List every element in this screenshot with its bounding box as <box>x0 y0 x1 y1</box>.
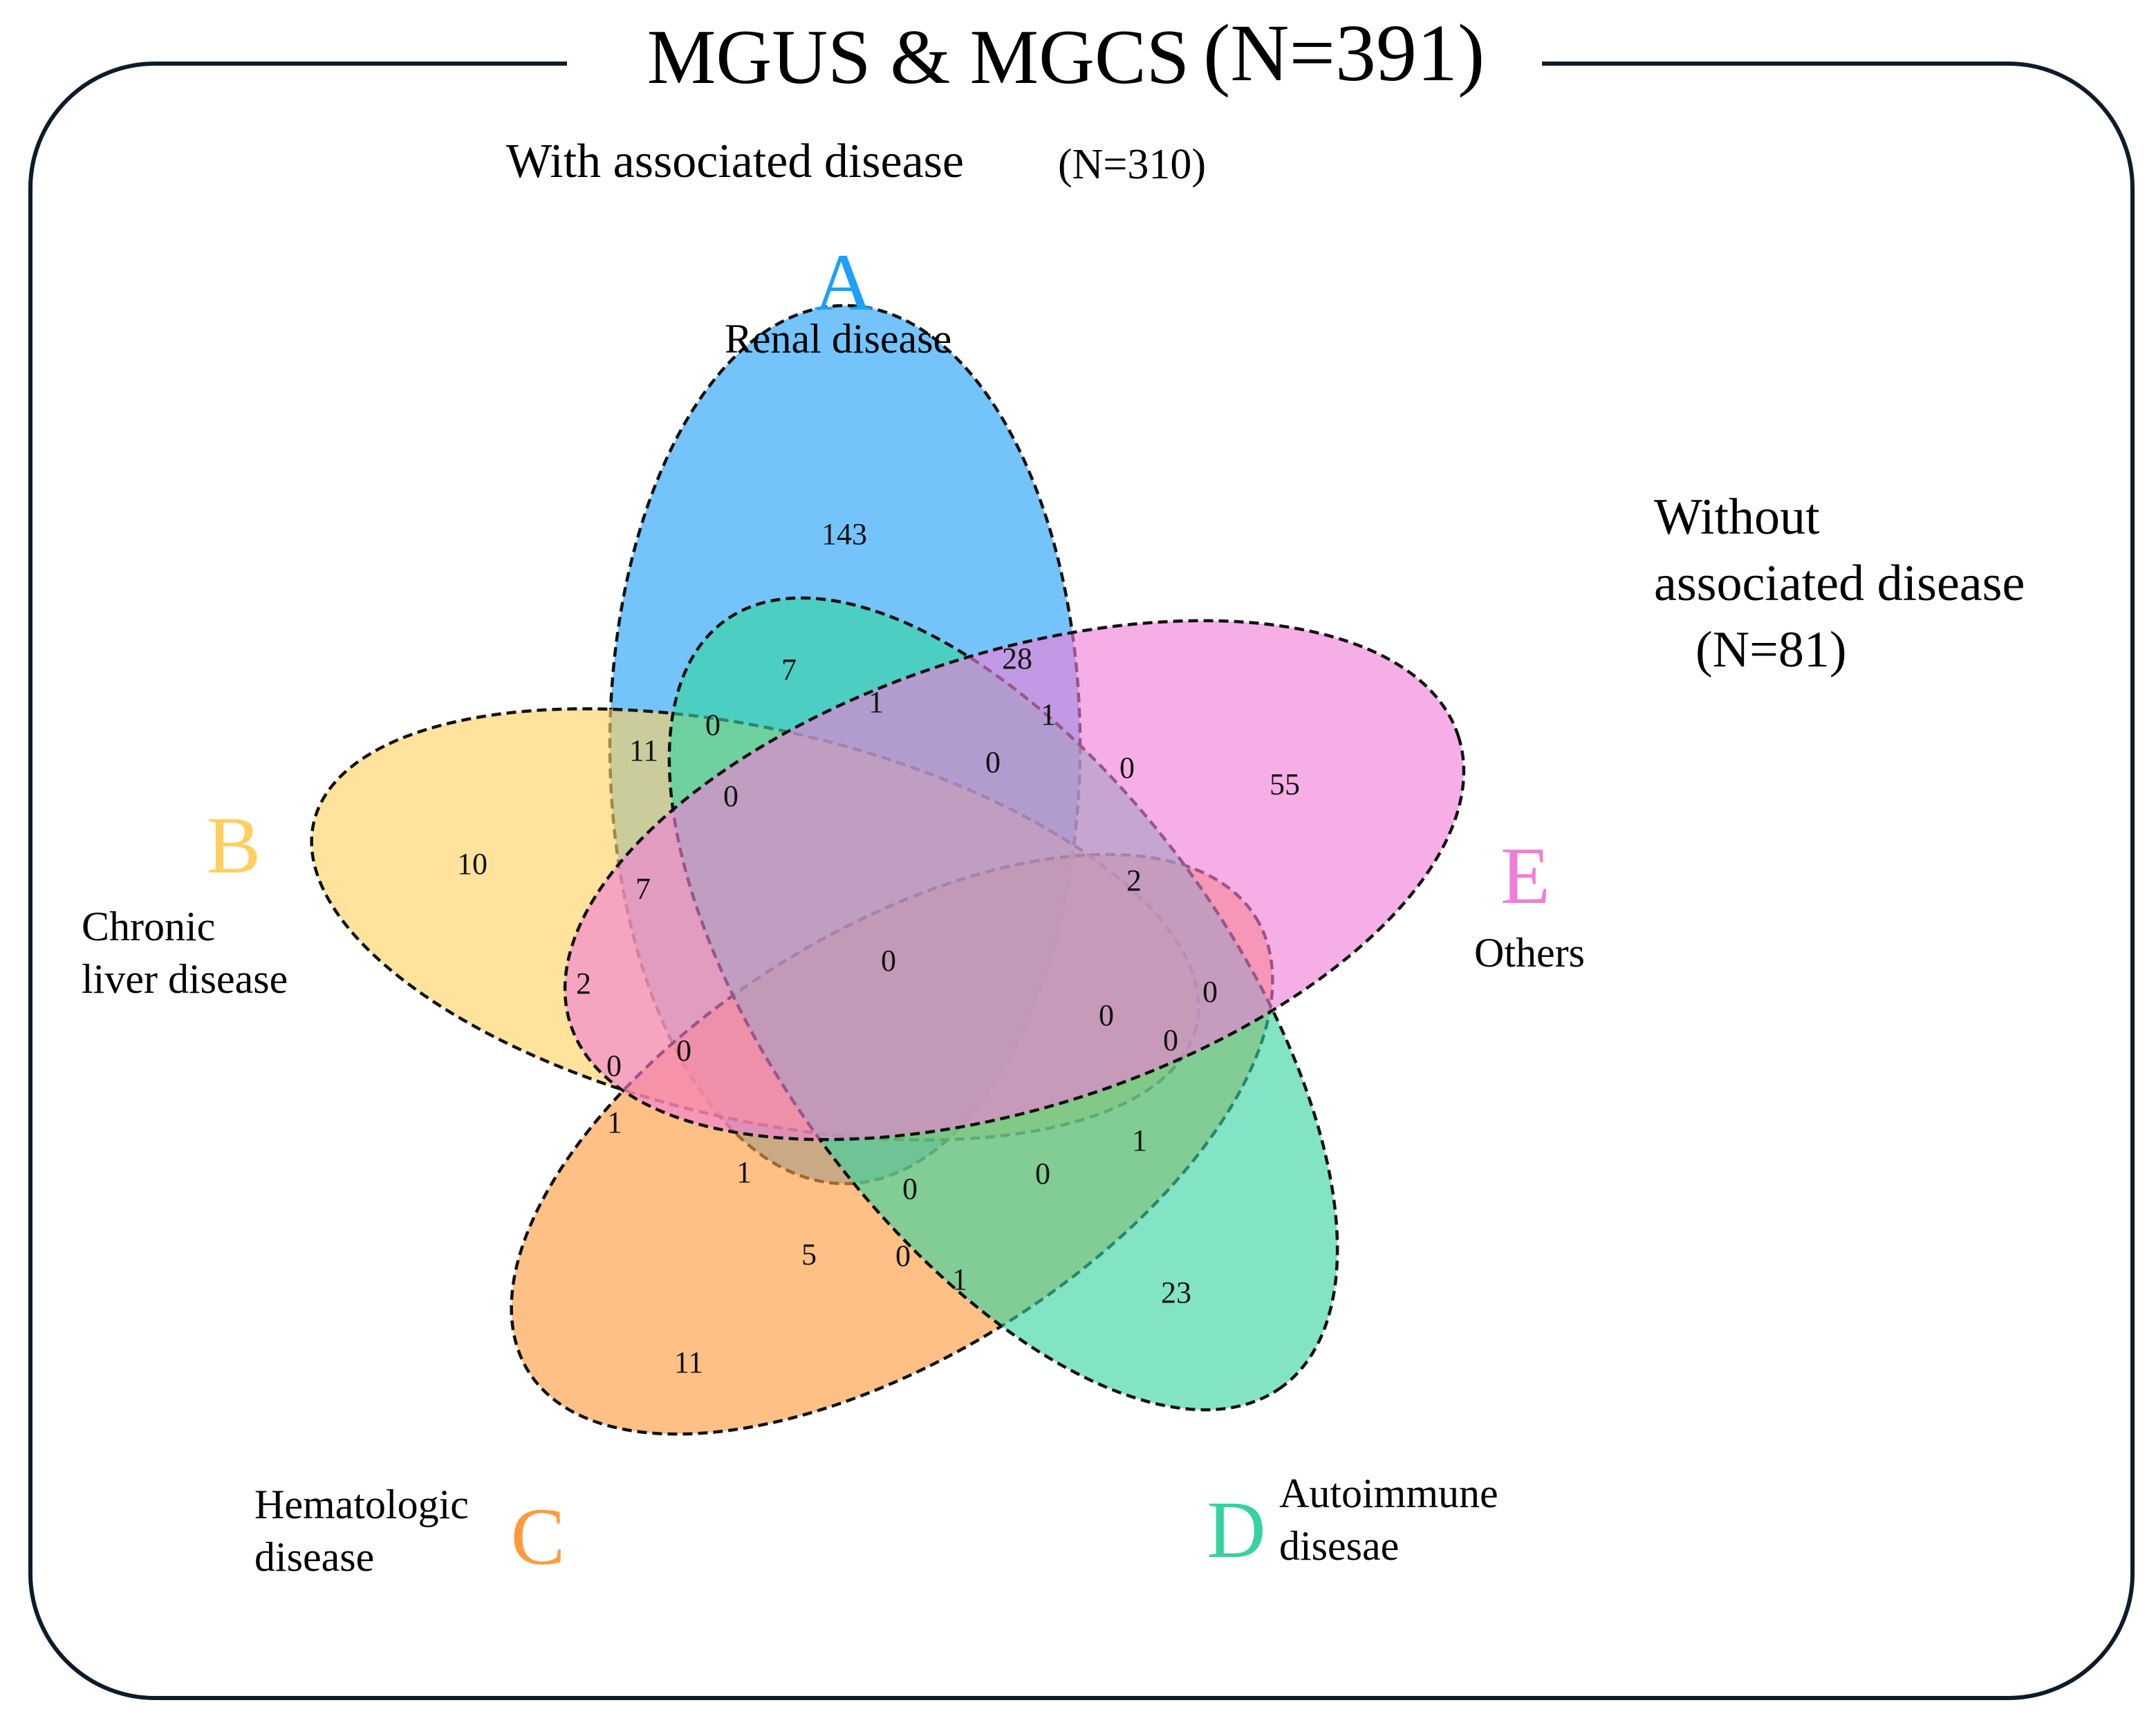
count-ae: 28 <box>1002 642 1032 675</box>
count-a-only: 143 <box>821 517 867 551</box>
set-b-name-line2: liver disease <box>82 956 288 1002</box>
title-gap <box>567 48 1542 83</box>
without-group-line3: (N=81) <box>1695 622 1846 678</box>
count-c-only: 11 <box>674 1345 703 1379</box>
count-a-mid: 0 <box>985 745 1001 779</box>
set-c-name-line2: disease <box>254 1534 374 1580</box>
with-group-label: With associated disease <box>506 135 964 188</box>
count-r-1b: 1 <box>736 1155 752 1189</box>
set-d-letter: D <box>1207 1484 1265 1575</box>
count-abe: 7 <box>635 872 651 906</box>
count-ce-low: 5 <box>801 1238 817 1271</box>
count-be: 2 <box>576 967 591 1000</box>
count-bc: 1 <box>607 1106 622 1139</box>
region-counts: 143 10 11 23 55 28 7 11 1 1 0 0 0 0 2 7 … <box>457 517 1300 1379</box>
set-b-name-line1: Chronic <box>82 904 215 949</box>
count-e-only: 55 <box>1270 767 1300 801</box>
count-r-2a: 2 <box>1126 864 1142 897</box>
count-abd: 0 <box>705 708 721 742</box>
count-de: 0 <box>1202 975 1218 1009</box>
title-count: (N=391) <box>1203 8 1485 98</box>
count-ad: 7 <box>781 653 797 687</box>
count-ade: 1 <box>868 685 884 719</box>
count-r-0d: 0 <box>676 1034 691 1067</box>
count-r-0g: 0 <box>895 1239 911 1273</box>
set-d-name-line1: Autoimmune <box>1279 1471 1498 1516</box>
count-r-1a: 1 <box>1132 1123 1147 1157</box>
without-group-line1: Without <box>1654 489 1820 545</box>
set-a-name: Renal disease <box>725 316 951 362</box>
title-main: MGUS & MGCS <box>647 15 1189 100</box>
count-ab: 11 <box>629 734 658 767</box>
set-e-ellipse <box>563 619 1466 1141</box>
without-group-line2: associated disease <box>1654 555 2025 612</box>
set-e-name: Others <box>1474 930 1585 976</box>
set-a-letter: A <box>814 237 873 328</box>
venn-ellipses <box>310 304 1466 1436</box>
count-r-0f: 0 <box>1035 1157 1050 1191</box>
set-d-name-line2: disesae <box>1279 1523 1399 1569</box>
count-center: 0 <box>881 944 896 978</box>
set-e-letter: E <box>1500 830 1550 921</box>
count-de-b: 0 <box>1119 751 1135 785</box>
count-ae-b: 1 <box>1041 698 1056 731</box>
count-d-only: 23 <box>1161 1276 1191 1309</box>
count-ab-mid: 0 <box>723 779 738 813</box>
set-b-letter: B <box>207 800 261 890</box>
count-r-0b: 0 <box>1163 1023 1178 1057</box>
count-b-only: 10 <box>457 847 487 881</box>
set-c-letter: C <box>511 1491 566 1582</box>
count-r-0c: 0 <box>606 1049 622 1083</box>
set-c-name-line1: Hematologic <box>254 1482 469 1527</box>
count-r-0e: 0 <box>902 1172 918 1206</box>
count-r-0a: 0 <box>1099 998 1114 1032</box>
with-group-count: (N=310) <box>1058 141 1206 188</box>
count-cd: 1 <box>952 1262 967 1296</box>
